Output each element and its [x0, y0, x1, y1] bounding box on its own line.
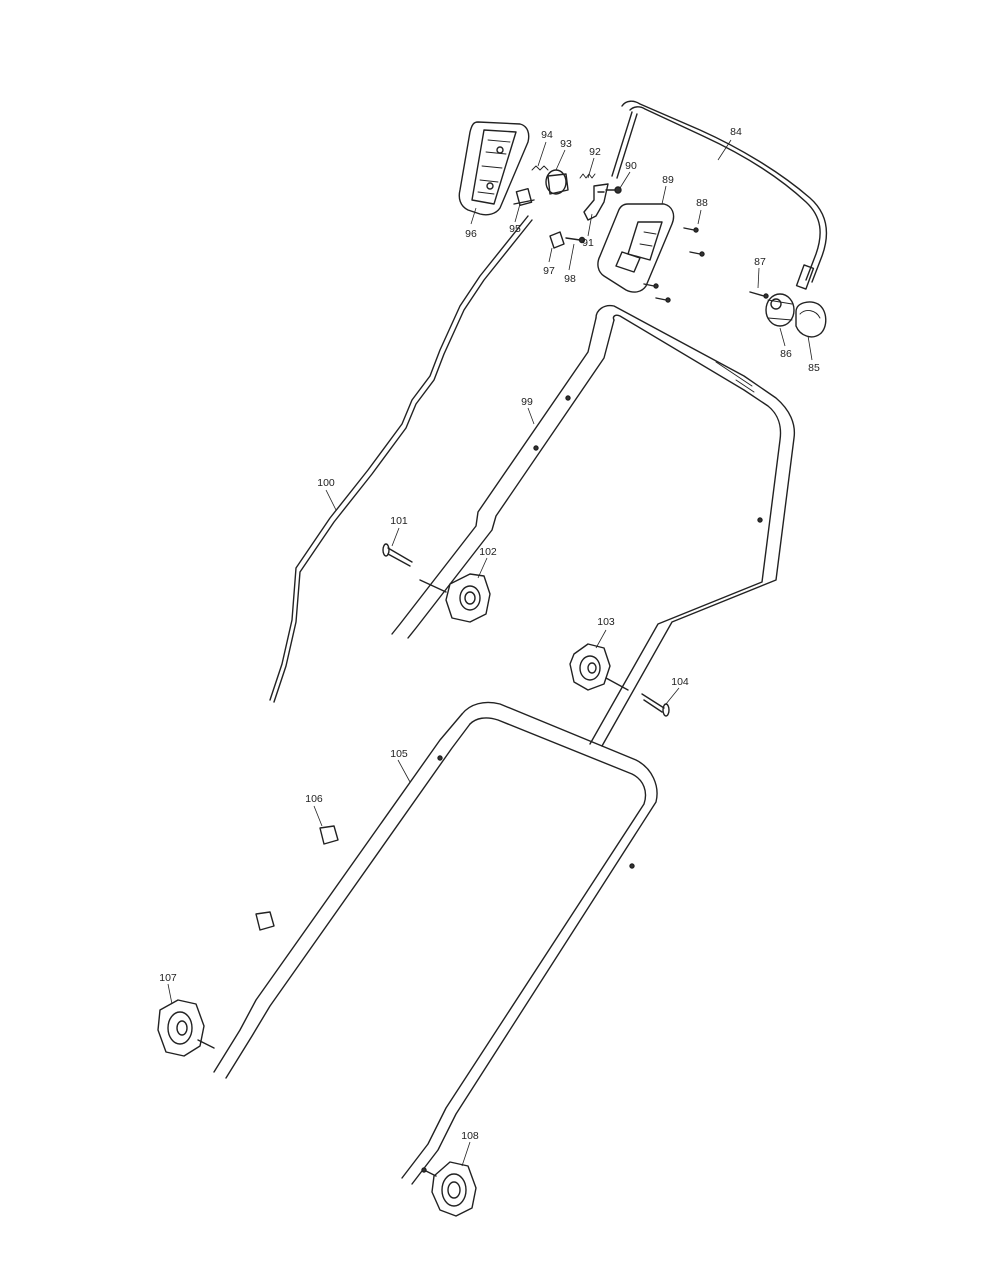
part-93-cam — [545, 169, 569, 195]
part-97-cable-holder — [549, 231, 565, 249]
callout-97: 97 — [543, 265, 555, 277]
part-91-trigger — [583, 183, 609, 221]
part-84-switch-lever — [611, 100, 828, 290]
callout-88: 88 — [696, 197, 708, 209]
callout-96: 96 — [465, 228, 477, 240]
callout-92: 92 — [589, 146, 601, 158]
callout-103: 103 — [597, 616, 615, 628]
part-103-knob — [569, 643, 629, 691]
callout-94: 94 — [541, 129, 553, 141]
callout-91: 91 — [582, 237, 594, 249]
callout-104: 104 — [671, 676, 689, 688]
part-90-screw — [605, 186, 622, 194]
callout-100: 100 — [317, 477, 335, 489]
part-102-knob — [419, 573, 491, 623]
leader-lines — [167, 139, 813, 1167]
part-106-spacer — [255, 825, 339, 931]
callout-105: 105 — [390, 748, 408, 760]
part-101-bolt — [382, 543, 413, 567]
part-92-spring — [579, 173, 596, 179]
part-96-switch-housing-cover — [458, 121, 530, 216]
part-87-screw — [749, 291, 769, 299]
part-94-spring — [531, 165, 549, 171]
part-107-knob — [157, 999, 215, 1057]
callout-87: 87 — [754, 256, 766, 268]
callout-90: 90 — [625, 160, 637, 172]
callout-95: 95 — [509, 223, 521, 235]
callout-99: 99 — [521, 396, 533, 408]
callout-84: 84 — [730, 126, 742, 138]
part-98-screw — [565, 236, 586, 244]
callout-93: 93 — [560, 138, 572, 150]
part-104-bolt — [641, 693, 670, 717]
callout-102: 102 — [479, 546, 497, 558]
part-99-upper-handle — [391, 304, 796, 747]
callout-101: 101 — [390, 515, 408, 527]
part-88-screws — [643, 227, 705, 303]
part-85-knob-cap — [795, 301, 827, 338]
callout-86: 86 — [780, 348, 792, 360]
part-105-lower-handle — [213, 701, 658, 1185]
callout-106: 106 — [305, 793, 323, 805]
part-89-switch-box — [597, 203, 675, 293]
part-95-clip — [513, 187, 535, 207]
callout-89: 89 — [662, 174, 674, 186]
part-86-knob — [765, 293, 795, 327]
callout-108: 108 — [461, 1130, 479, 1142]
callout-98: 98 — [564, 273, 576, 285]
callout-85: 85 — [808, 362, 820, 374]
callout-107: 107 — [159, 972, 177, 984]
part-108-knob — [421, 1161, 477, 1217]
part-100-cable — [269, 215, 533, 703]
